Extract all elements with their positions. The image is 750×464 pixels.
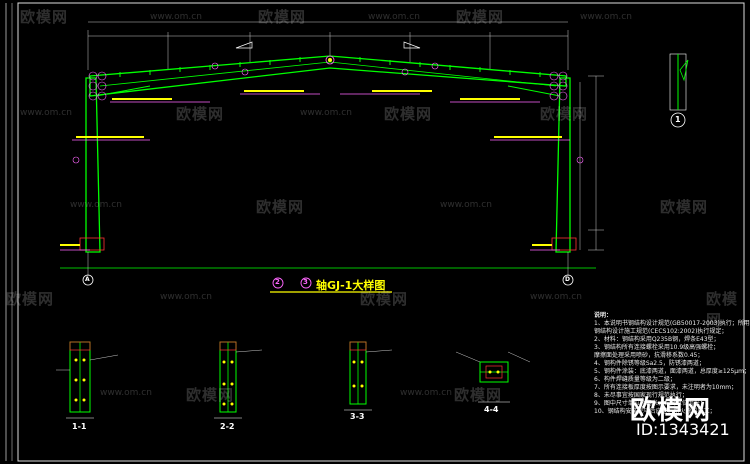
- watermark-brand: 欧模网: [454, 386, 503, 404]
- title-from-grid: 2: [275, 278, 280, 286]
- note-line: 钢结构设计施工规范(CECS102:2002)执行规定；: [594, 328, 728, 335]
- section-2-2: [214, 341, 263, 419]
- title-to-grid: 3: [303, 278, 308, 286]
- watermark-url: www.om.cn: [368, 12, 420, 22]
- notes-heading: 说明：: [594, 312, 613, 319]
- section-label-4-4: 4-4: [484, 405, 499, 414]
- title-symbol: [270, 277, 392, 293]
- watermark-url: www.om.cn: [150, 12, 202, 22]
- watermark-url: www.om.cn: [70, 200, 122, 210]
- note-line: 6、构件焊缝质量等级为二级；: [594, 376, 676, 383]
- drawing-title: 轴GJ-1大样图: [316, 279, 386, 292]
- note-line: 5、钢构件涂装：底漆两道，面漆两道，总厚度≥125μm；: [594, 368, 750, 375]
- watermark-url: www.om.cn: [300, 108, 352, 118]
- note-line: 摩擦面处理采用喷砂，抗滑移系数0.45；: [594, 352, 704, 359]
- watermark-url: www.om.cn: [160, 292, 212, 302]
- note-line: 8、未尽事宜按国家现行规范执行；: [594, 392, 688, 399]
- watermark-url: www.om.cn: [530, 292, 582, 302]
- watermark-brand: 欧模网: [176, 105, 225, 123]
- grid-bubble-d: D: [565, 276, 570, 283]
- section-1-1: [56, 341, 119, 419]
- portal-frame: [60, 21, 604, 286]
- detail-1: [669, 53, 689, 128]
- detail-1-label: 1: [675, 115, 681, 124]
- note-line: 10、钢结构安装完毕后应进行防火涂料施工；: [594, 408, 716, 415]
- watermark-brand: 欧模网: [456, 8, 505, 26]
- watermark-brand: 欧模网: [258, 8, 307, 26]
- watermark-brand: 欧模网: [256, 198, 305, 216]
- section-label-1-1: 1-1: [72, 422, 87, 431]
- watermark-brand: 欧模网: [360, 290, 409, 308]
- sheet-border: [17, 2, 745, 462]
- watermark-brand: 欧模网: [384, 105, 433, 123]
- watermark-url: www.om.cn: [400, 388, 452, 398]
- note-line: 7、所有连接板厚度按图示要求，未注明者为10mm；: [594, 384, 738, 391]
- section-label-3-3: 3-3: [350, 412, 365, 421]
- watermark-url: www.om.cn: [440, 200, 492, 210]
- note-line: 1、本说明书钢结构设计规范(GB50017-2003)执行；所用: [594, 320, 750, 327]
- watermark-brand: 欧模网: [540, 105, 589, 123]
- grid-bubble-a: A: [85, 276, 90, 283]
- section-label-2-2: 2-2: [220, 422, 235, 431]
- section-3-3: [344, 341, 393, 411]
- note-line: 2、材料：钢结构采用Q235B钢，焊条E43型；: [594, 336, 720, 343]
- watermark-brand: 欧模网: [706, 290, 739, 329]
- watermark-brand: 欧模网: [6, 290, 55, 308]
- watermark-brand: 欧模网: [20, 8, 69, 26]
- watermark-brand: 欧模网: [186, 386, 235, 404]
- note-line: 9、图中尺寸单位为毫米，标高单位为米；: [594, 400, 706, 407]
- note-line: 4、钢构件除锈等级Sa2.5，防锈漆两道；: [594, 360, 705, 367]
- note-line: 3、钢结构所有连接螺栓采用10.9级高强螺栓；: [594, 344, 720, 351]
- section-4-4: [455, 351, 531, 403]
- watermark-url: www.om.cn: [580, 12, 632, 22]
- watermark-brand: 欧模网: [660, 198, 709, 216]
- watermark-url: www.om.cn: [20, 108, 72, 118]
- watermark-id: ID:1343421: [636, 420, 730, 439]
- watermark-large-brand: 欧模网: [630, 396, 712, 426]
- watermark-url: www.om.cn: [100, 388, 152, 398]
